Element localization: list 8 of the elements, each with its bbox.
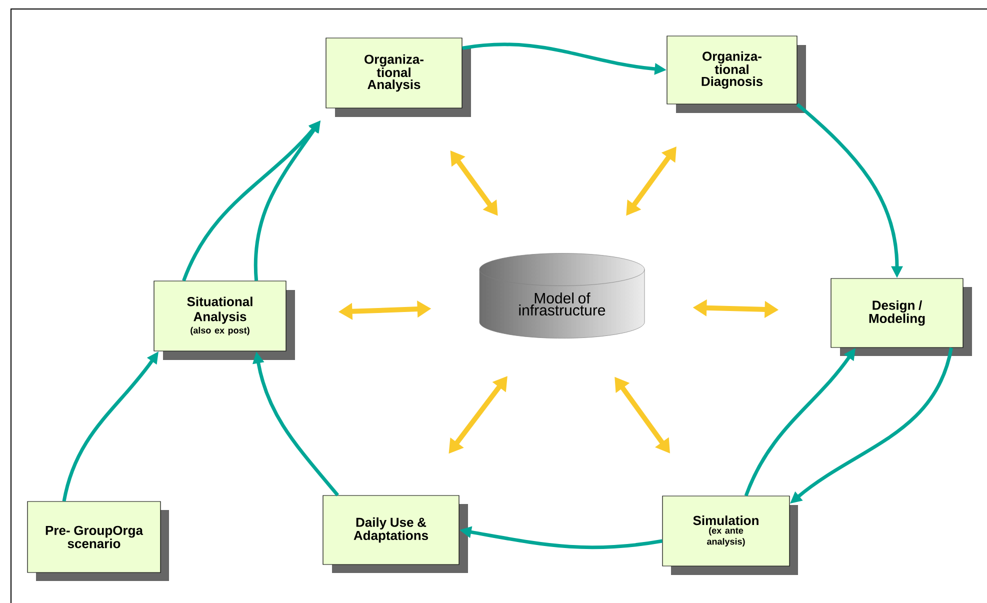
process-box: Daily Use & Adaptations (322, 495, 468, 573)
process-box: Organiza- tional Diagnosis (666, 36, 806, 113)
process-box: Pre- GroupOrga scenario (27, 501, 169, 581)
process-box: Organiza- tional Analysis (326, 38, 471, 117)
cylinder: Model of infrastructure (479, 253, 645, 338)
process-box: Design / Modeling (830, 278, 972, 356)
process-box: Simulation (ex ante analysis) (662, 496, 798, 575)
process-box: Situational Analysis (also ex post) (154, 280, 295, 360)
